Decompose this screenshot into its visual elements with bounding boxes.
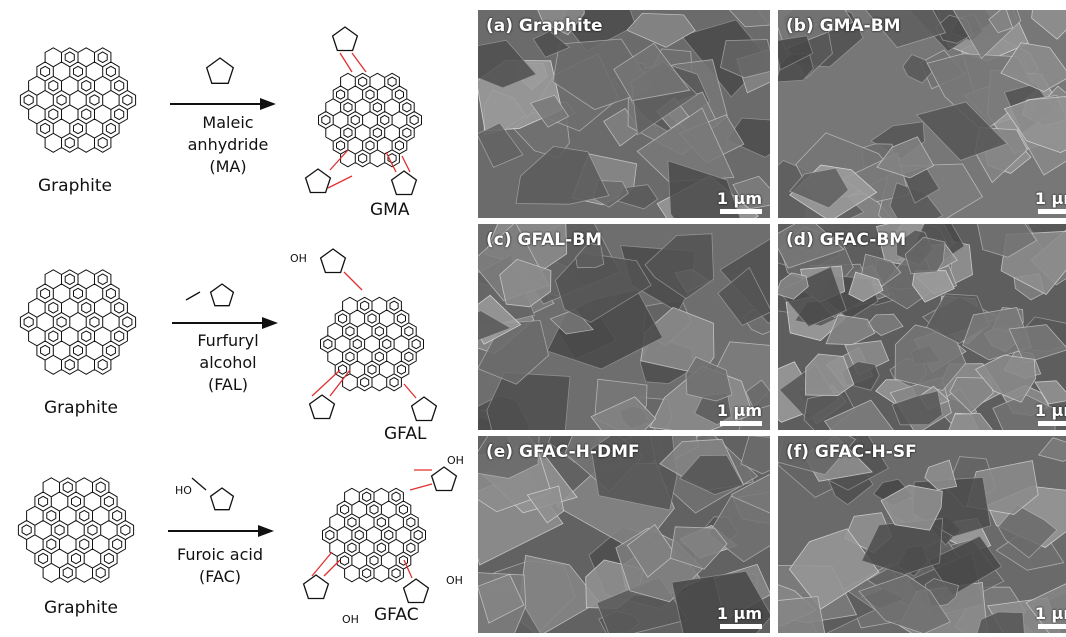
five-membered-ring: [402, 578, 430, 604]
five-membered-ring: [302, 574, 330, 600]
reagent-line: Furoic acid: [176, 545, 263, 564]
sem-panel-c: (c) GFAL-BM 1 μm: [478, 224, 770, 430]
bond-line: [323, 559, 341, 577]
reaction-arrow-2: [172, 322, 264, 324]
scale-bar-label: 1 μm: [1034, 189, 1066, 208]
product-label-3: GFAC: [374, 605, 419, 625]
reagent-line: (FAL): [207, 375, 249, 394]
five-membered-ring: [319, 248, 347, 274]
reaction-arrow-3: [168, 530, 260, 532]
graphene-lattice: [320, 296, 424, 392]
sem-texture: [778, 436, 1066, 633]
reactant-label-2: Graphite: [44, 398, 118, 418]
reagent-label-1: Maleic anhydride (MA): [168, 112, 288, 178]
bond-line: [403, 383, 417, 399]
panel-title: (b) GMA-BM: [786, 16, 901, 36]
arrowhead: [258, 525, 274, 537]
atom-label-oh: OH: [447, 454, 464, 467]
panel-title: (a) Graphite: [486, 16, 603, 36]
five-membered-ring: [308, 394, 336, 420]
product-label-2: GFAL: [384, 424, 427, 444]
reagent-label-3: Furoic acid (FAC): [160, 544, 280, 588]
five-membered-ring: [410, 396, 438, 422]
scale-bar: [1038, 209, 1066, 214]
bond-line: [327, 175, 353, 189]
scale-bar: [720, 421, 762, 426]
reactant-label-3: Graphite: [44, 598, 118, 618]
reagent-line: Maleic: [202, 113, 254, 132]
bond-line: [311, 369, 341, 397]
scale-bar: [720, 209, 762, 214]
five-membered-ring: [209, 487, 235, 511]
scale-bar: [1038, 421, 1066, 426]
scale-bar-label: 1 μm: [716, 401, 762, 420]
reaction-arrow-1: [170, 103, 262, 105]
scale-bar-label: 1 μm: [716, 604, 762, 623]
scale-bar-label: 1 μm: [1034, 401, 1066, 420]
arrowhead: [262, 317, 278, 329]
arrowhead: [260, 98, 276, 110]
reagent-label-2: Furfuryl alcohol (FAL): [168, 330, 288, 396]
reagent-line: anhydride: [187, 135, 269, 154]
sem-panel-e: (e) GFAC-H-DMF 1 μm: [478, 436, 770, 633]
five-membered-ring: [209, 283, 235, 307]
bond-line: [409, 483, 433, 491]
scale-bar-label: 1 μm: [1034, 604, 1066, 623]
bond-line: [191, 477, 207, 491]
panel-title: (f) GFAC-H-SF: [786, 442, 917, 462]
panel-title: (c) GFAL-BM: [486, 230, 603, 250]
panel-title: (e) GFAC-H-DMF: [486, 442, 640, 462]
scale-bar: [720, 624, 762, 629]
graphene-lattice: [17, 477, 135, 583]
scale-bar: [1038, 624, 1066, 629]
bond-line: [329, 369, 351, 397]
five-membered-ring: [331, 26, 359, 52]
bond-line: [329, 149, 349, 171]
bond-line: [339, 52, 353, 73]
scale-bar-label: 1 μm: [716, 189, 762, 208]
bond-line: [401, 155, 411, 173]
reagent-line: (MA): [209, 157, 247, 176]
five-membered-ring: [205, 57, 235, 84]
atom-label-ho: HO: [175, 484, 192, 497]
bond-line: [403, 559, 413, 579]
reagent-line: alcohol: [199, 353, 257, 372]
reactant-label-1: Graphite: [38, 176, 112, 196]
bond-line: [385, 151, 397, 173]
bond-line: [351, 52, 367, 73]
graphene-lattice: [19, 269, 137, 375]
reagent-line: (FAC): [198, 567, 242, 586]
graphene-lattice: [318, 72, 422, 168]
atom-label-oh: OH: [342, 613, 359, 626]
sem-texture: [478, 436, 770, 633]
bond-line: [311, 551, 333, 577]
sem-panel-b: (b) GMA-BM 1 μm: [778, 10, 1066, 218]
sem-panel-a: (a) Graphite 1 μm: [478, 10, 770, 218]
five-membered-ring: [304, 168, 332, 194]
atom-label-oh: OH: [290, 252, 307, 265]
sem-panel-d: (d) GFAC-BM 1 μm: [778, 224, 1066, 430]
sem-texture: [778, 224, 1066, 430]
five-membered-ring: [390, 170, 418, 196]
graphene-lattice: [19, 47, 137, 153]
sem-panel-grid: (a) Graphite 1 μm (b) GMA-BM 1 μm (c) GF…: [478, 10, 1066, 633]
sem-texture: [478, 10, 770, 218]
reagent-line: Furfuryl: [197, 331, 259, 350]
bond-line: [343, 271, 363, 291]
bond-line: [185, 291, 201, 301]
five-membered-ring: [430, 466, 458, 492]
atom-label-oh: OH: [446, 574, 463, 587]
reaction-scheme: Graphite Maleic anhydride (MA) GMA Graph…: [0, 0, 478, 633]
sem-texture: [478, 224, 770, 430]
graphene-lattice: [322, 487, 426, 583]
product-label-1: GMA: [370, 200, 410, 220]
sem-panel-f: (f) GFAC-H-SF 1 μm: [778, 436, 1066, 633]
panel-title: (d) GFAC-BM: [786, 230, 907, 250]
scheme-drawing: [17, 26, 458, 604]
sem-texture: [778, 10, 1066, 218]
